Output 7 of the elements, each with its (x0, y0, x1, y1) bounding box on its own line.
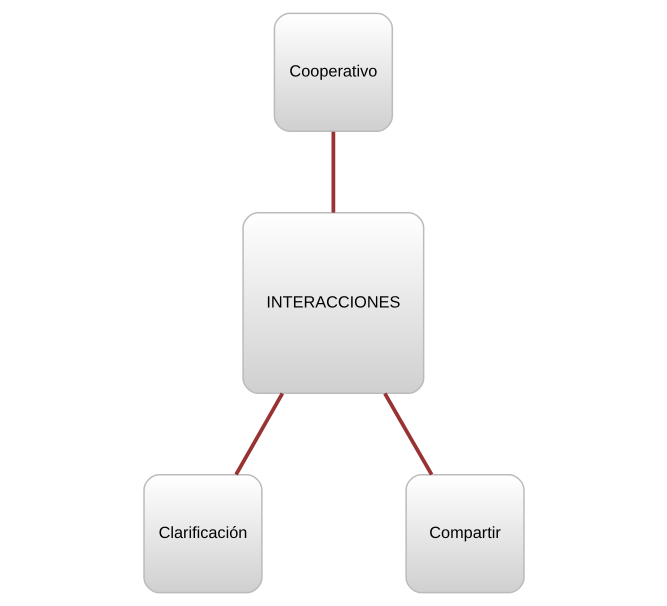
node-box: Compartir (404, 474, 524, 594)
node-box: INTERACCIONES (242, 212, 424, 394)
connector (234, 392, 284, 476)
connector (382, 392, 433, 476)
node-box: Cooperativo (273, 12, 393, 132)
node-box: Clarificación (142, 474, 262, 594)
connector (331, 132, 335, 213)
